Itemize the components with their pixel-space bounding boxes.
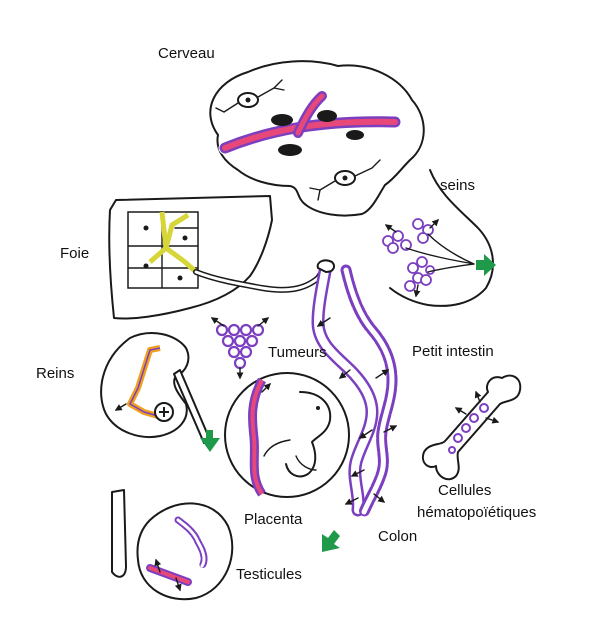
label-kidneys: Reins: [36, 365, 74, 382]
bone-illustration: [423, 376, 520, 480]
label-colon: Colon: [378, 528, 417, 545]
label-testes: Testicules: [236, 566, 302, 583]
label-breast: seins: [440, 177, 475, 194]
placenta-illustration: [225, 373, 349, 497]
label-hematopoietic-1: Cellules: [438, 482, 491, 499]
label-hematopoietic-2: hématopoïétiques: [417, 504, 536, 521]
label-placenta: Placenta: [244, 511, 303, 528]
kidney-illustration: [101, 333, 220, 452]
liver-lobule: [128, 212, 198, 288]
tumor-cluster: [217, 325, 263, 368]
label-brain: Cerveau: [158, 45, 215, 62]
testis-illustration: [112, 490, 232, 599]
plus-circle-icon: [155, 403, 173, 421]
excretion-arrow-icon: [322, 530, 340, 552]
label-small-intestine: Petit intestin: [412, 343, 494, 360]
label-liver: Foie: [60, 245, 89, 262]
label-tumors: Tumeurs: [268, 344, 327, 361]
liver-illustration: [109, 196, 326, 319]
brain-illustration: [210, 61, 423, 215]
